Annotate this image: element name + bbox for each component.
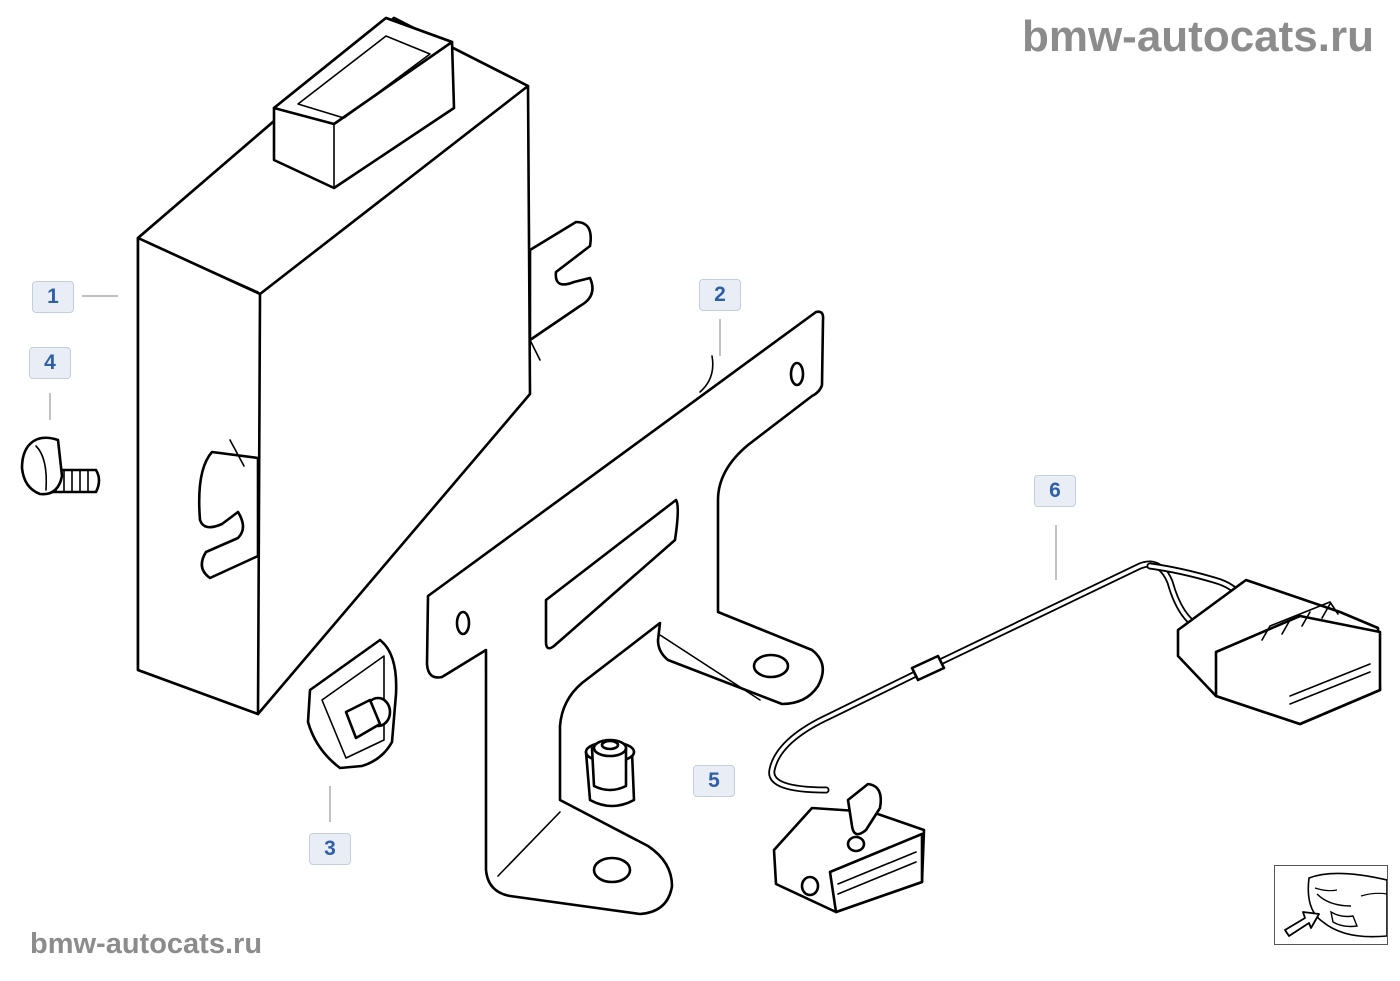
- mounting-bracket: [425, 310, 825, 916]
- wiring-harness: [768, 560, 1382, 914]
- hex-bolt: [20, 436, 101, 496]
- hex-nut: [584, 738, 636, 808]
- callout-1[interactable]: 1: [32, 281, 74, 313]
- watermark-top: bmw-autocats.ru: [1021, 12, 1374, 61]
- car-front-arrow-icon: [1284, 872, 1388, 938]
- callout-6[interactable]: 6: [1034, 475, 1076, 507]
- callout-5[interactable]: 5: [693, 765, 735, 797]
- control-module: [136, 16, 594, 716]
- callout-3[interactable]: 3: [309, 833, 351, 865]
- callout-2[interactable]: 2: [699, 279, 741, 311]
- leader-lines: [49, 295, 1057, 822]
- callout-4[interactable]: 4: [29, 347, 71, 379]
- watermark-bottom: bmw-autocats.ru: [30, 928, 263, 960]
- car-location-thumbnail[interactable]: [1274, 865, 1388, 945]
- clip-nut: [306, 638, 398, 770]
